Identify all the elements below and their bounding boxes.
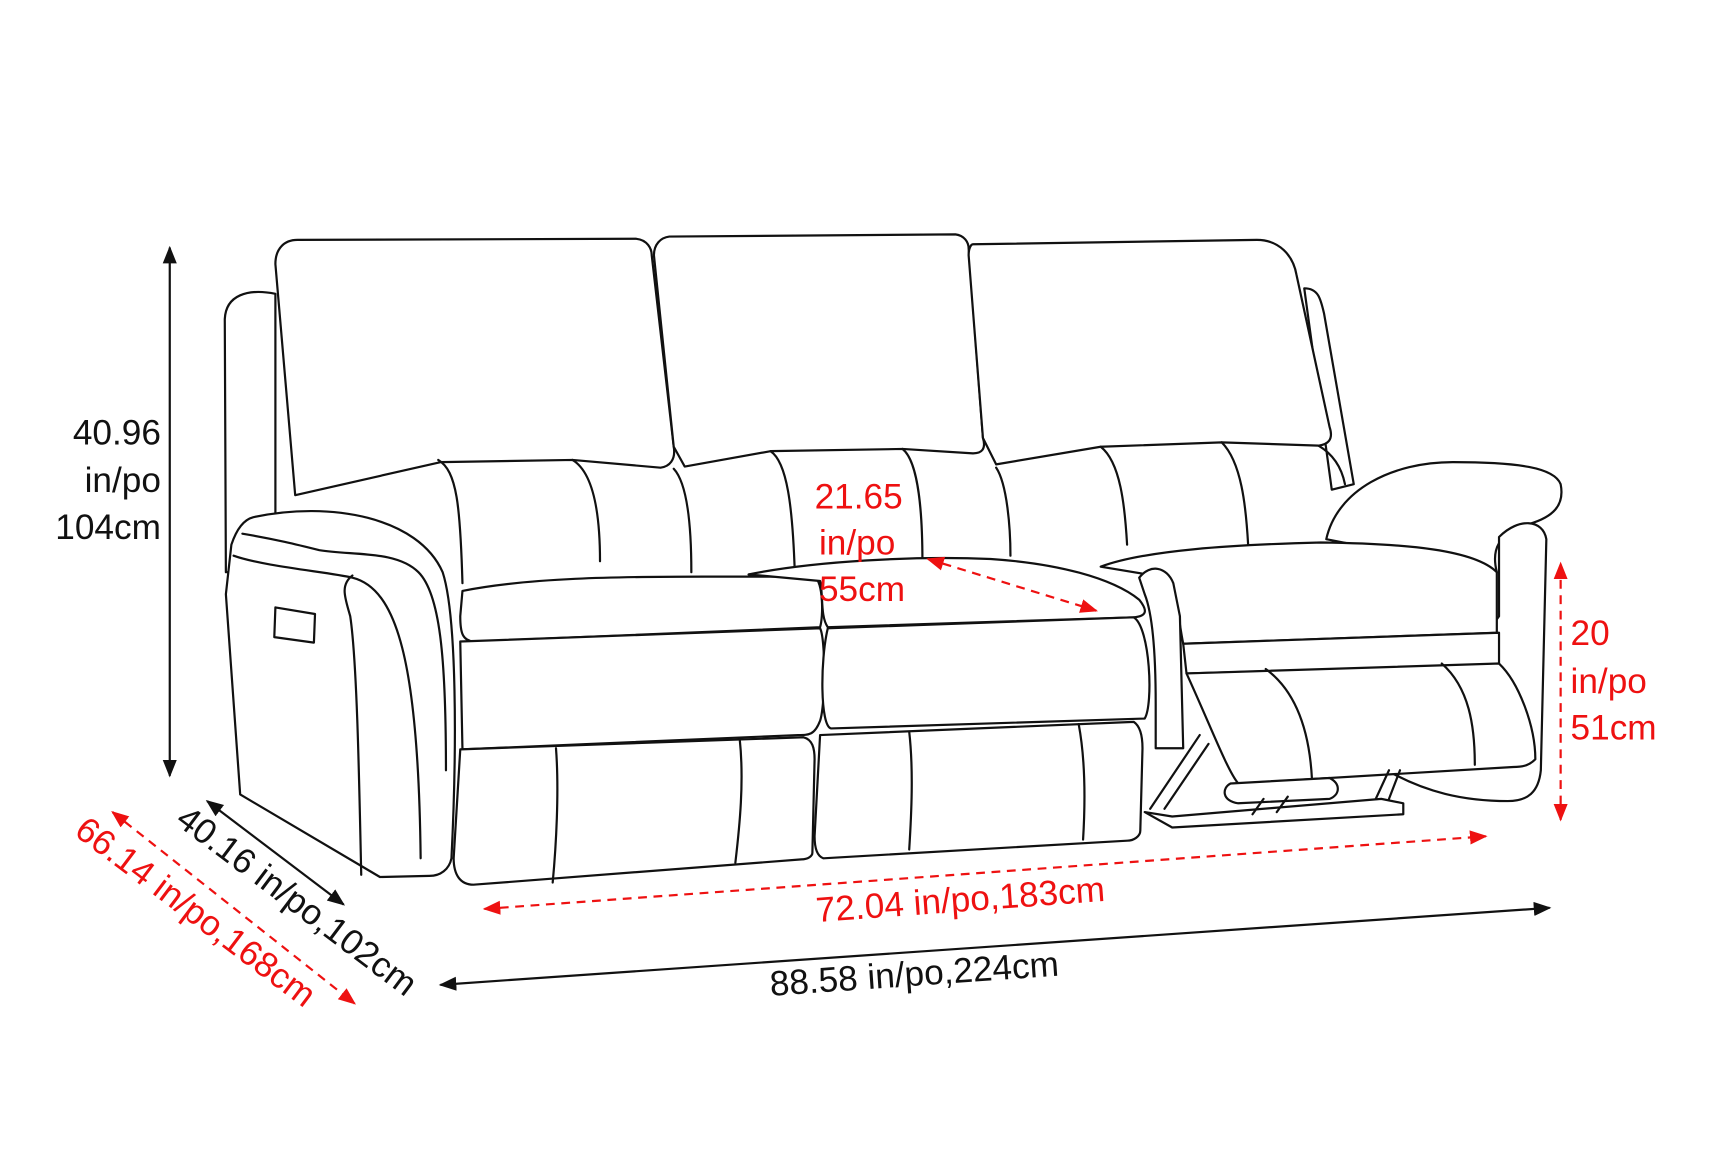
recliner-control-panel (273, 606, 317, 644)
base-middle (813, 720, 1144, 860)
dimension-overall-height: 40.96 in/po 104cm (55, 245, 177, 778)
seat-height-cm: 51cm (1571, 708, 1657, 747)
base-left (452, 736, 816, 886)
footrest-pad (1223, 776, 1339, 805)
dimension-seat-height: 20 in/po 51cm (1553, 561, 1657, 822)
seat-depth-value: 21.65 (815, 477, 903, 516)
inner-arm-right (1138, 567, 1185, 750)
seat-height-value: 20 (1571, 614, 1610, 653)
seat-front-left (459, 627, 826, 751)
right-arm-back (1303, 287, 1355, 491)
left-armrest (224, 509, 456, 879)
overall-width-label: 88.58 in/po,224cm (768, 945, 1060, 1004)
seat-depth-cm: 55cm (819, 570, 905, 609)
overall-height-unit: in/po (85, 461, 161, 500)
overall-height-cm: 104cm (55, 508, 161, 547)
footrest (1185, 662, 1537, 785)
seat-width-label: 72.04 in/po,183cm (815, 870, 1107, 930)
sofa-drawing (223, 233, 1563, 886)
back-cushion-right (967, 238, 1333, 466)
dimension-overall-width: 88.58 in/po,224cm (438, 901, 1552, 1004)
back-cushion-middle (652, 233, 986, 468)
back-cushion-left (274, 237, 676, 497)
seat-front-middle (821, 616, 1151, 730)
overall-height-value: 40.96 (73, 414, 161, 453)
seat-depth-unit: in/po (819, 524, 895, 563)
seat-height-unit: in/po (1571, 662, 1647, 701)
dimension-seat-depth: 21.65 in/po 55cm (815, 477, 1098, 613)
recliner-mechanism-plate (1143, 797, 1405, 829)
